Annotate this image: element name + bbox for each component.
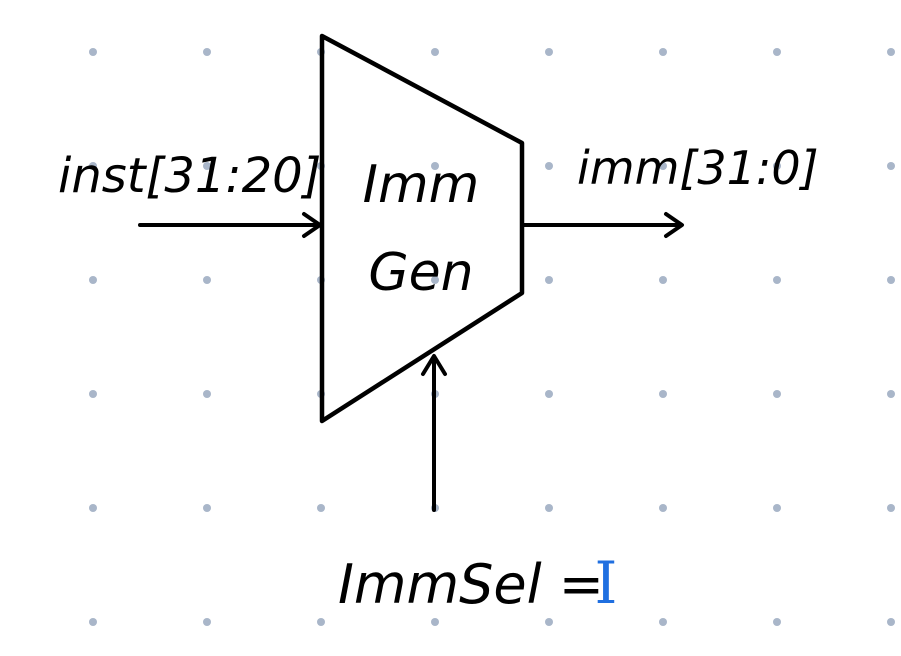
grid-dot [89,618,97,626]
control-value: I [595,549,618,617]
grid-dot [659,276,667,284]
grid-dot [431,618,439,626]
input-label: inst[31:20] [58,148,321,204]
grid-dot [887,162,895,170]
grid-dot [773,390,781,398]
output-arrow [522,212,684,238]
grid-dot [659,390,667,398]
output-label: imm[31:0] [577,141,819,195]
grid-dot [659,618,667,626]
grid-dot [545,390,553,398]
grid-dot [203,618,211,626]
grid-dot [203,390,211,398]
grid-dot [431,162,439,170]
grid-dot [887,276,895,284]
grid-dot [89,162,97,170]
grid-dot [545,162,553,170]
grid-dot [545,48,553,56]
grid-dot [203,48,211,56]
grid-dot [773,504,781,512]
imm-gen-block [319,33,525,424]
grid-dot [659,48,667,56]
grid-dot [89,276,97,284]
grid-dot [887,48,895,56]
grid-dot [773,618,781,626]
grid-dot [887,390,895,398]
grid-dot [317,618,325,626]
grid-dot [545,618,553,626]
control-label: ImmSel = [338,553,604,616]
dot-grid-background [89,48,895,626]
grid-dot [89,504,97,512]
grid-dot [773,276,781,284]
grid-dot [203,162,211,170]
grid-dot [659,162,667,170]
grid-dot [545,504,553,512]
input-arrow [138,212,322,238]
grid-dot [89,48,97,56]
grid-dot [203,276,211,284]
grid-dot [773,162,781,170]
grid-dot [89,390,97,398]
grid-dot [887,504,895,512]
grid-dot [431,48,439,56]
grid-dot [887,618,895,626]
grid-dot [659,504,667,512]
grid-dot [317,504,325,512]
grid-dot [431,276,439,284]
control-arrow [421,354,447,512]
grid-dot [773,48,781,56]
grid-dot [203,504,211,512]
block-label-line2: Gen [368,243,473,303]
block-label-line1: Imm [363,155,480,215]
grid-dot [545,276,553,284]
